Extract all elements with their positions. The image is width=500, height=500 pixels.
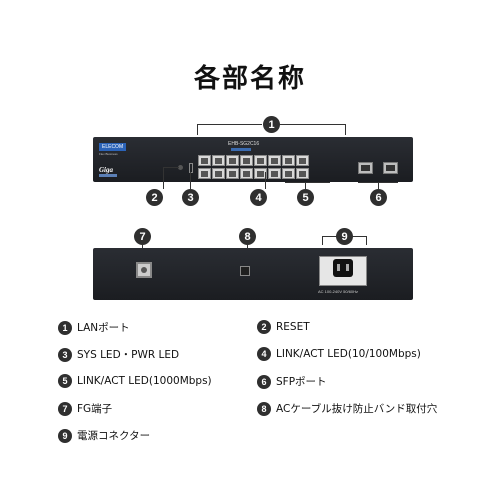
callout-1-bracket-right <box>345 124 346 135</box>
legend-item: 2 RESET <box>257 320 310 334</box>
legend-label: SFPポート <box>276 376 327 388</box>
legend-item: 4 LINK/ACT LED(10/100Mbps) <box>257 347 421 361</box>
legend-number: 1 <box>58 320 72 335</box>
legend-item: 7 FG端子 <box>58 401 112 416</box>
callout-6-leader <box>378 182 379 189</box>
page-title: 各部名称 <box>193 64 306 94</box>
legend-number: 3 <box>58 347 72 362</box>
lan-port[interactable] <box>296 155 309 166</box>
callout-1-bracket-top-left <box>197 124 262 125</box>
legend-item: 1 LANポート <box>58 320 130 335</box>
ac-band-hole <box>240 266 250 276</box>
rear-panel: AC 100-240V 50/60Hz <box>93 248 413 300</box>
lan-port[interactable] <box>212 168 225 179</box>
legend-label: LINK/ACT LED(10/100Mbps) <box>276 348 421 360</box>
callout-4-leader <box>265 172 266 189</box>
callout-3: 3 <box>182 189 199 206</box>
legend-number: 8 <box>257 401 271 416</box>
legend-number: 7 <box>58 401 72 416</box>
callout-9: 9 <box>336 228 353 245</box>
callout-9-bracket-left <box>322 236 323 245</box>
legend-number: 6 <box>257 374 271 389</box>
lan-port[interactable] <box>212 155 225 166</box>
legend-number: 4 <box>257 347 271 361</box>
lan-port[interactable] <box>240 155 253 166</box>
callout-2-leader-v <box>163 167 164 189</box>
model-label: EHB-SG2C16 <box>228 141 260 147</box>
lan-port[interactable] <box>282 168 295 179</box>
power-connector[interactable] <box>333 259 353 277</box>
lan-port[interactable] <box>226 155 239 166</box>
callout-2: 2 <box>146 189 163 206</box>
brand-logo: ELECOM <box>99 143 127 151</box>
legend-label: RESET <box>276 321 310 333</box>
legend-label: ACケーブル抜け防止バンド取付穴 <box>276 403 438 415</box>
sfp-port[interactable] <box>383 162 398 174</box>
model-badge <box>231 148 251 151</box>
lan-port[interactable] <box>268 155 281 166</box>
lan-port[interactable] <box>198 168 211 179</box>
callout-1-bracket-left <box>197 124 198 135</box>
lan-port[interactable] <box>198 155 211 166</box>
lan-ports <box>198 155 310 180</box>
legend-item: 9 電源コネクター <box>58 428 150 443</box>
callout-4: 4 <box>250 189 267 206</box>
callout-7: 7 <box>134 228 151 245</box>
legend-number: 2 <box>257 320 271 334</box>
legend-label: SYS LED・PWR LED <box>77 349 180 361</box>
lan-port[interactable] <box>282 155 295 166</box>
legend-item: 8 ACケーブル抜け防止バンド取付穴 <box>257 401 437 416</box>
front-panel: ELECOM Flex Business Giga EHB-SG2C16 <box>93 137 413 182</box>
callout-2-leader <box>163 167 179 168</box>
ac-rating-label: AC 100-240V 50/60Hz <box>318 289 359 294</box>
legend-number: 5 <box>58 374 72 388</box>
legend-item: 6 SFPポート <box>257 374 327 389</box>
callout-1-bracket-top-right <box>280 124 345 125</box>
series-badge <box>99 174 117 177</box>
callout-9-bracket-right <box>366 236 367 245</box>
sys-pwr-led <box>189 163 193 173</box>
lan-port[interactable] <box>296 168 309 179</box>
series-logo: Giga <box>99 166 113 174</box>
lan-port[interactable] <box>268 168 281 179</box>
legend-label: FG端子 <box>77 403 113 415</box>
lan-port[interactable] <box>254 168 267 179</box>
lan-port[interactable] <box>254 155 267 166</box>
legend-item: 3 SYS LED・PWR LED <box>58 347 179 362</box>
legend-label: LINK/ACT LED(1000Mbps) <box>77 375 212 387</box>
legend-number: 9 <box>58 428 72 443</box>
callout-5-leader <box>305 182 306 189</box>
sfp-port[interactable] <box>358 162 373 174</box>
legend-item: 5 LINK/ACT LED(1000Mbps) <box>58 374 212 388</box>
callout-6: 6 <box>370 189 387 206</box>
brand-tagline: Flex Business <box>99 152 118 156</box>
callout-5: 5 <box>297 189 314 206</box>
lan-port[interactable] <box>226 168 239 179</box>
callout-1: 1 <box>263 116 280 133</box>
callout-5-bracket <box>285 182 330 183</box>
legend-label: LANポート <box>77 322 130 334</box>
callout-8: 8 <box>239 228 256 245</box>
legend-label: 電源コネクター <box>77 430 151 442</box>
fg-terminal[interactable] <box>136 262 152 278</box>
lan-port[interactable] <box>240 168 253 179</box>
callout-3-leader <box>190 172 191 189</box>
reset-button[interactable] <box>178 165 183 170</box>
